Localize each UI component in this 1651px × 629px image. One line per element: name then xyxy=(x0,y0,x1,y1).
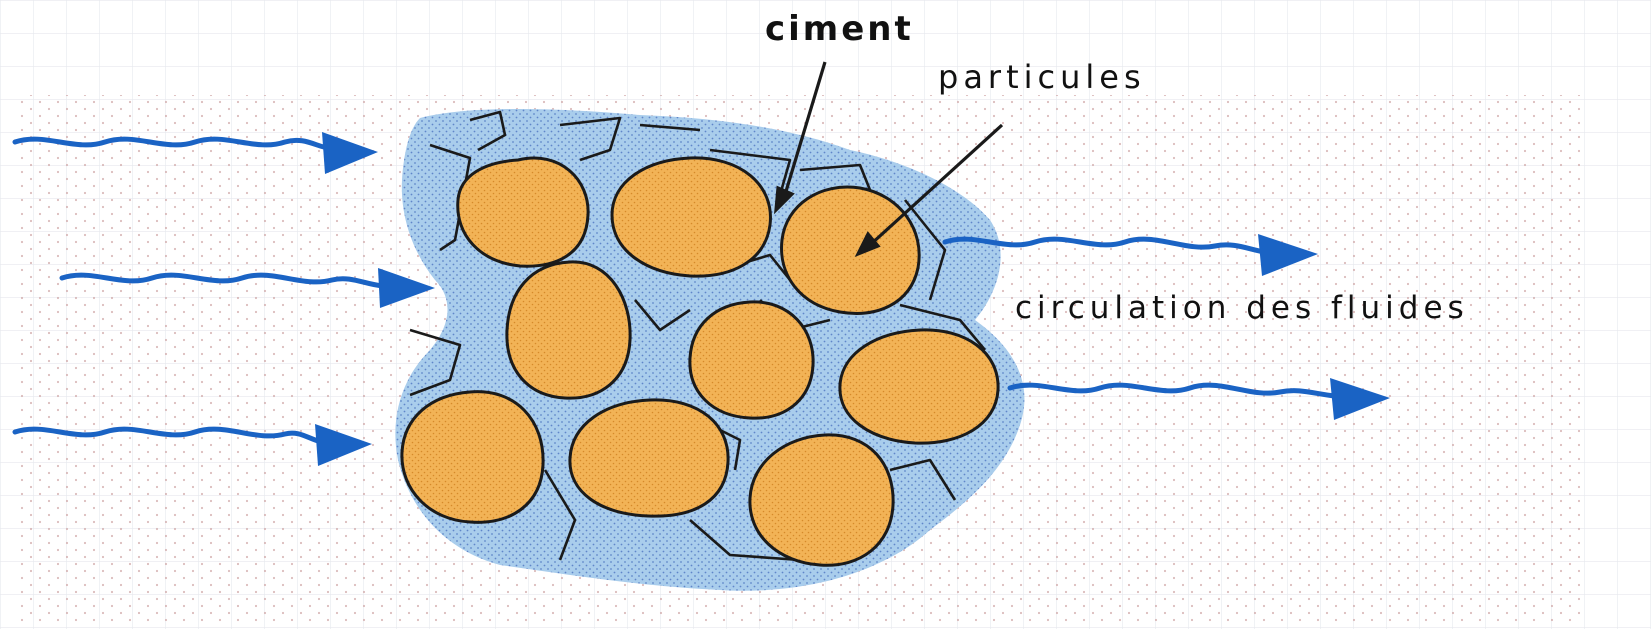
particle-grain xyxy=(750,435,893,565)
particle-grain xyxy=(840,330,998,443)
particle-grain xyxy=(570,400,728,516)
particles-label: particules xyxy=(938,58,1146,96)
particle-grain xyxy=(507,262,630,398)
particle-grain xyxy=(402,392,543,523)
particle-grain xyxy=(690,302,813,418)
cement-label: ciment xyxy=(765,9,914,49)
particle-grain xyxy=(612,158,770,276)
fluid-flow-label: circulation des fluides xyxy=(1015,290,1469,326)
particle-grain xyxy=(782,187,920,313)
particle-grain xyxy=(458,158,588,266)
